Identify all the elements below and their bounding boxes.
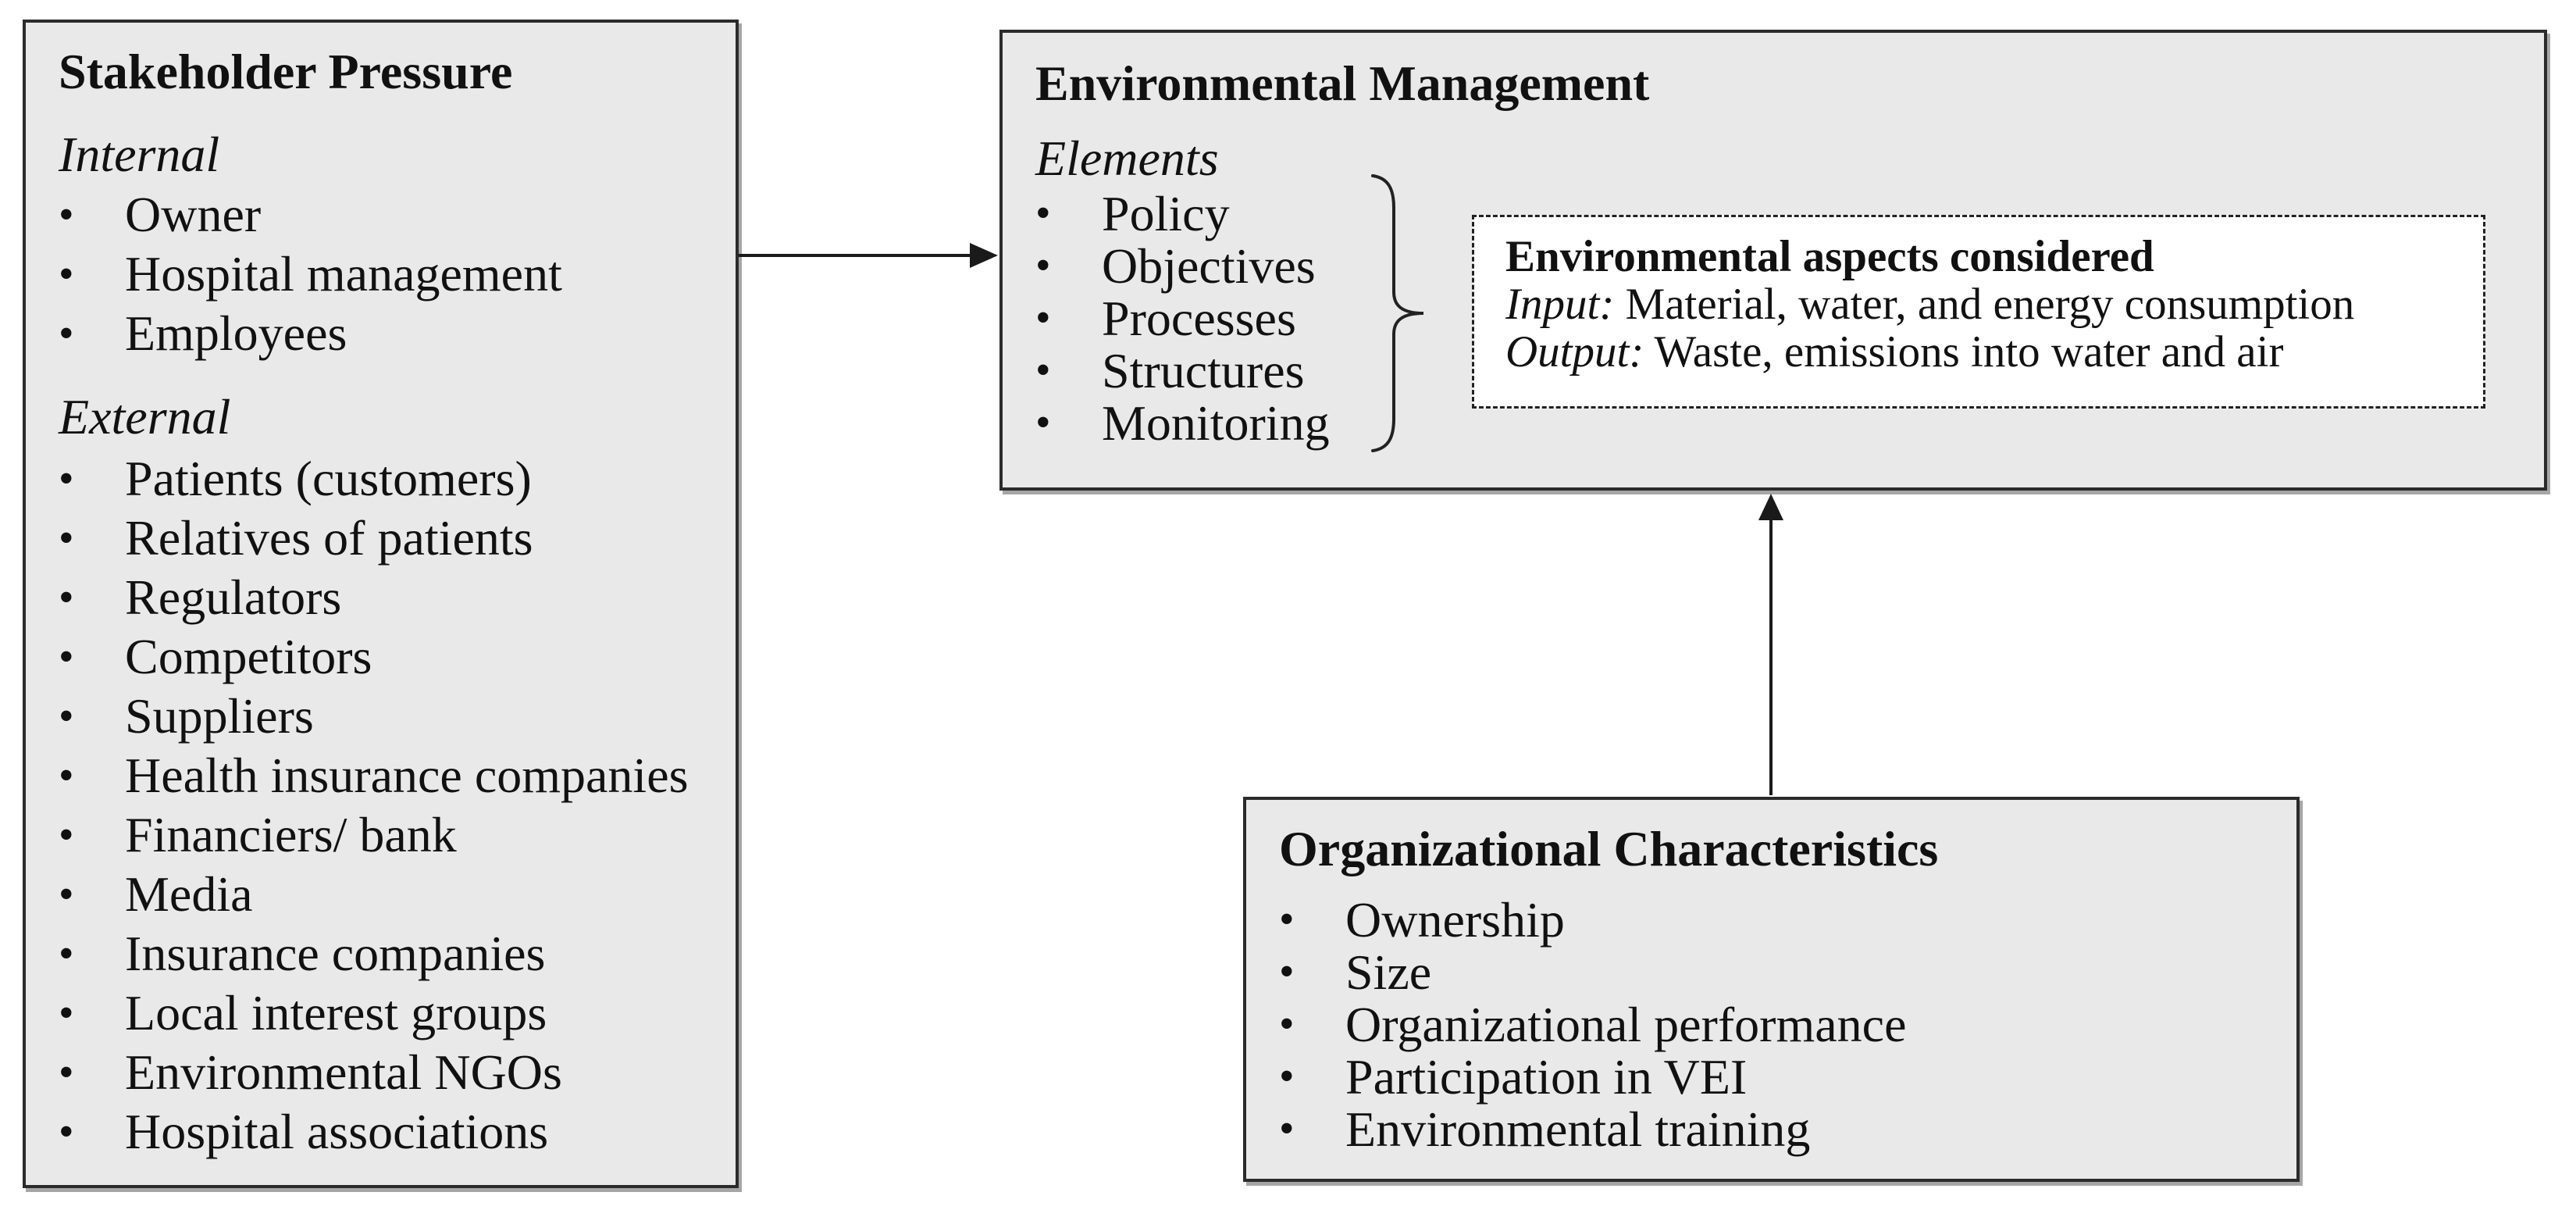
list-item: Local interest groups: [26, 983, 736, 1043]
curly-brace: [1371, 174, 1424, 452]
list-item: Policy: [1003, 187, 2544, 240]
internal-section-label: Internal: [59, 127, 220, 182]
list-item: Relatives of patients: [26, 509, 736, 568]
list-item: Environmental training: [1246, 1103, 2296, 1155]
list-item: Processes: [1003, 292, 2544, 344]
organizational-characteristics-title: Organizational Characteristics: [1279, 821, 1939, 876]
stakeholder-pressure-title: Stakeholder Pressure: [59, 44, 513, 99]
list-item: Hospital management: [26, 244, 736, 304]
input-label: Input:: [1505, 280, 1615, 329]
list-item: Media: [26, 865, 736, 924]
list-item: Structures: [1003, 344, 2544, 397]
list-item: Financiers/ bank: [26, 805, 736, 865]
list-item: Ownership: [1246, 894, 2296, 946]
input-text: Material, water, and energy consumption: [1614, 280, 2355, 329]
list-item: Hospital associations: [26, 1102, 736, 1162]
list-item: Patients (customers): [26, 449, 736, 509]
list-item: Objectives: [1003, 240, 2544, 292]
list-item: Organizational performance: [1246, 998, 2296, 1051]
list-item: Environmental NGOs: [26, 1043, 736, 1102]
organizational-characteristics-box: Organizational Characteristics Ownership…: [1243, 797, 2300, 1182]
internal-stakeholder-list: Owner Hospital management Employees: [26, 185, 736, 363]
external-stakeholder-list: Patients (customers) Relatives of patien…: [26, 449, 736, 1162]
output-text: Waste, emissions into water and air: [1644, 327, 2284, 377]
list-item: Suppliers: [26, 687, 736, 746]
elements-section-label: Elements: [1035, 130, 1219, 186]
list-item: Owner: [26, 185, 736, 244]
list-item: Regulators: [26, 568, 736, 627]
list-item: Insurance companies: [26, 924, 736, 983]
arrow-organizational-to-environmental-management: [1758, 494, 1783, 795]
external-section-label: External: [59, 389, 231, 444]
list-item: Participation in VEI: [1246, 1051, 2296, 1103]
list-item: Size: [1246, 946, 2296, 998]
elements-list: Policy Objectives Processes Structures M…: [1003, 187, 2544, 449]
environmental-management-title: Environmental Management: [1035, 55, 1650, 111]
list-item: Competitors: [26, 627, 736, 687]
list-item: Monitoring: [1003, 397, 2544, 449]
output-label: Output:: [1505, 327, 1644, 377]
list-item: Health insurance companies: [26, 746, 736, 805]
list-item: Employees: [26, 304, 736, 363]
environmental-aspects-title: Environmental aspects considered: [1505, 232, 2154, 281]
aspects-input-line: Input: Material, water, and energy consu…: [1505, 280, 2467, 328]
stakeholder-pressure-box: Stakeholder Pressure Internal Owner Hosp…: [23, 20, 739, 1188]
environmental-aspects-box: Environmental aspects considered Input: …: [1472, 215, 2485, 409]
organizational-characteristics-list: Ownership Size Organizational performanc…: [1246, 894, 2296, 1155]
aspects-output-line: Output: Waste, emissions into water and …: [1505, 328, 2467, 376]
arrow-stakeholder-to-environmental-management: [739, 243, 998, 268]
